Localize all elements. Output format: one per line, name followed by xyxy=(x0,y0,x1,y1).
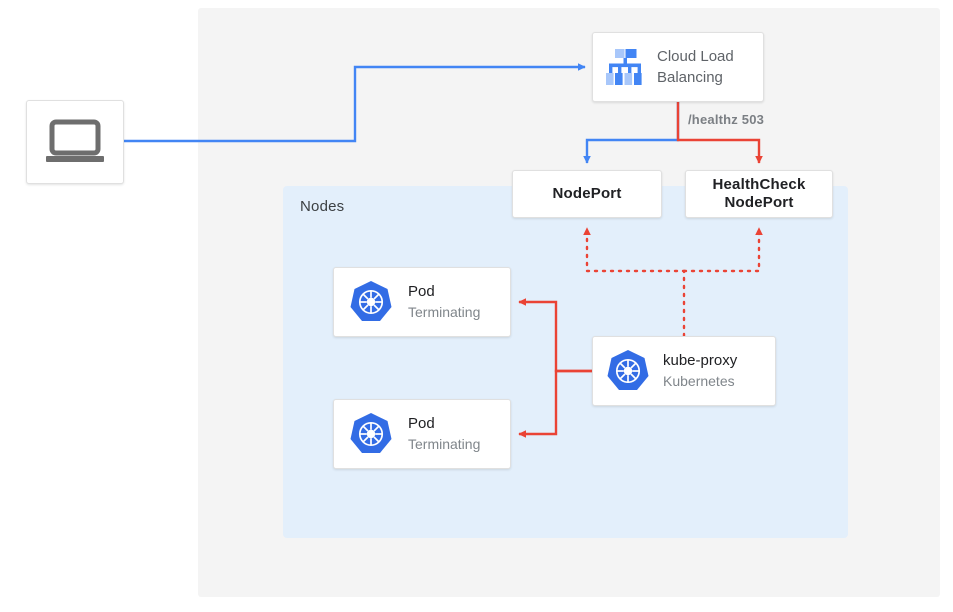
pod-1-subtitle: Terminating xyxy=(408,304,481,320)
kubernetes-icon xyxy=(607,350,649,390)
kubernetes-icon xyxy=(350,413,392,453)
kube-proxy-texts: kube-proxy Kubernetes xyxy=(663,351,737,391)
kube-proxy-subtitle: Kubernetes xyxy=(663,373,735,389)
pod-1-texts: Pod Terminating xyxy=(408,282,480,322)
healthcheck-nodeport-label-line2: NodePort xyxy=(724,194,794,211)
pod-node-2[interactable]: Pod Terminating xyxy=(333,399,511,469)
pod-2-title: Pod xyxy=(408,415,435,432)
pod-2-subtitle: Terminating xyxy=(408,436,481,452)
laptop-icon xyxy=(46,119,104,162)
pod-1-title: Pod xyxy=(408,283,435,300)
healthcheck-nodeport-node[interactable]: HealthCheck NodePort xyxy=(685,170,833,218)
cloud-load-balancing-label-line1: Cloud Load xyxy=(657,48,734,65)
healthz-edge-label: /healthz 503 xyxy=(688,112,765,127)
nodeport-label: NodePort xyxy=(552,185,622,202)
healthcheck-nodeport-label-line1: HealthCheck xyxy=(712,176,806,193)
healthcheck-nodeport-label: HealthCheck NodePort xyxy=(686,171,832,217)
kubernetes-icon xyxy=(350,281,392,321)
cloud-load-balancing-node[interactable]: Cloud Load Balancing xyxy=(592,32,764,102)
client-node[interactable] xyxy=(26,100,124,184)
kube-proxy-title: kube-proxy xyxy=(663,352,738,369)
cloud-load-balancing-label-line2: Balancing xyxy=(657,69,723,86)
cloud-load-balancing-label: Cloud Load Balancing xyxy=(657,46,734,88)
kube-proxy-node[interactable]: kube-proxy Kubernetes xyxy=(592,336,776,406)
pod-node-1[interactable]: Pod Terminating xyxy=(333,267,511,337)
cloud-load-balancing-icon xyxy=(606,49,642,85)
pod-2-texts: Pod Terminating xyxy=(408,414,480,454)
nodeport-node[interactable]: NodePort xyxy=(512,170,662,218)
nodes-region-label: Nodes xyxy=(300,198,345,215)
